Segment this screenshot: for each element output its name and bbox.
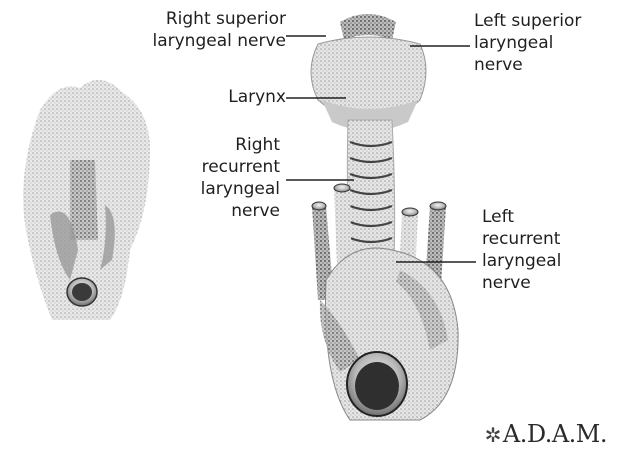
label-right-recurrent-laryngeal-nerve: Right recurrent laryngeal nerve [150,134,280,222]
main-figure [311,14,458,420]
inset-figure [23,80,150,320]
label-left-superior-laryngeal-nerve: Left superior laryngeal nerve [474,10,614,76]
adam-logo: ✲ A.D.A.M. [485,420,607,448]
hyoid-bone [340,14,396,40]
adam-logo-mark-icon: ✲ [485,423,501,447]
label-right-superior-laryngeal-nerve: Right superior laryngeal nerve [100,8,286,52]
label-larynx: Larynx [180,86,286,108]
label-left-recurrent-laryngeal-nerve: Left recurrent laryngeal nerve [482,206,612,294]
adam-logo-text: A.D.A.M. [503,420,607,448]
inset-trachea [70,160,98,240]
